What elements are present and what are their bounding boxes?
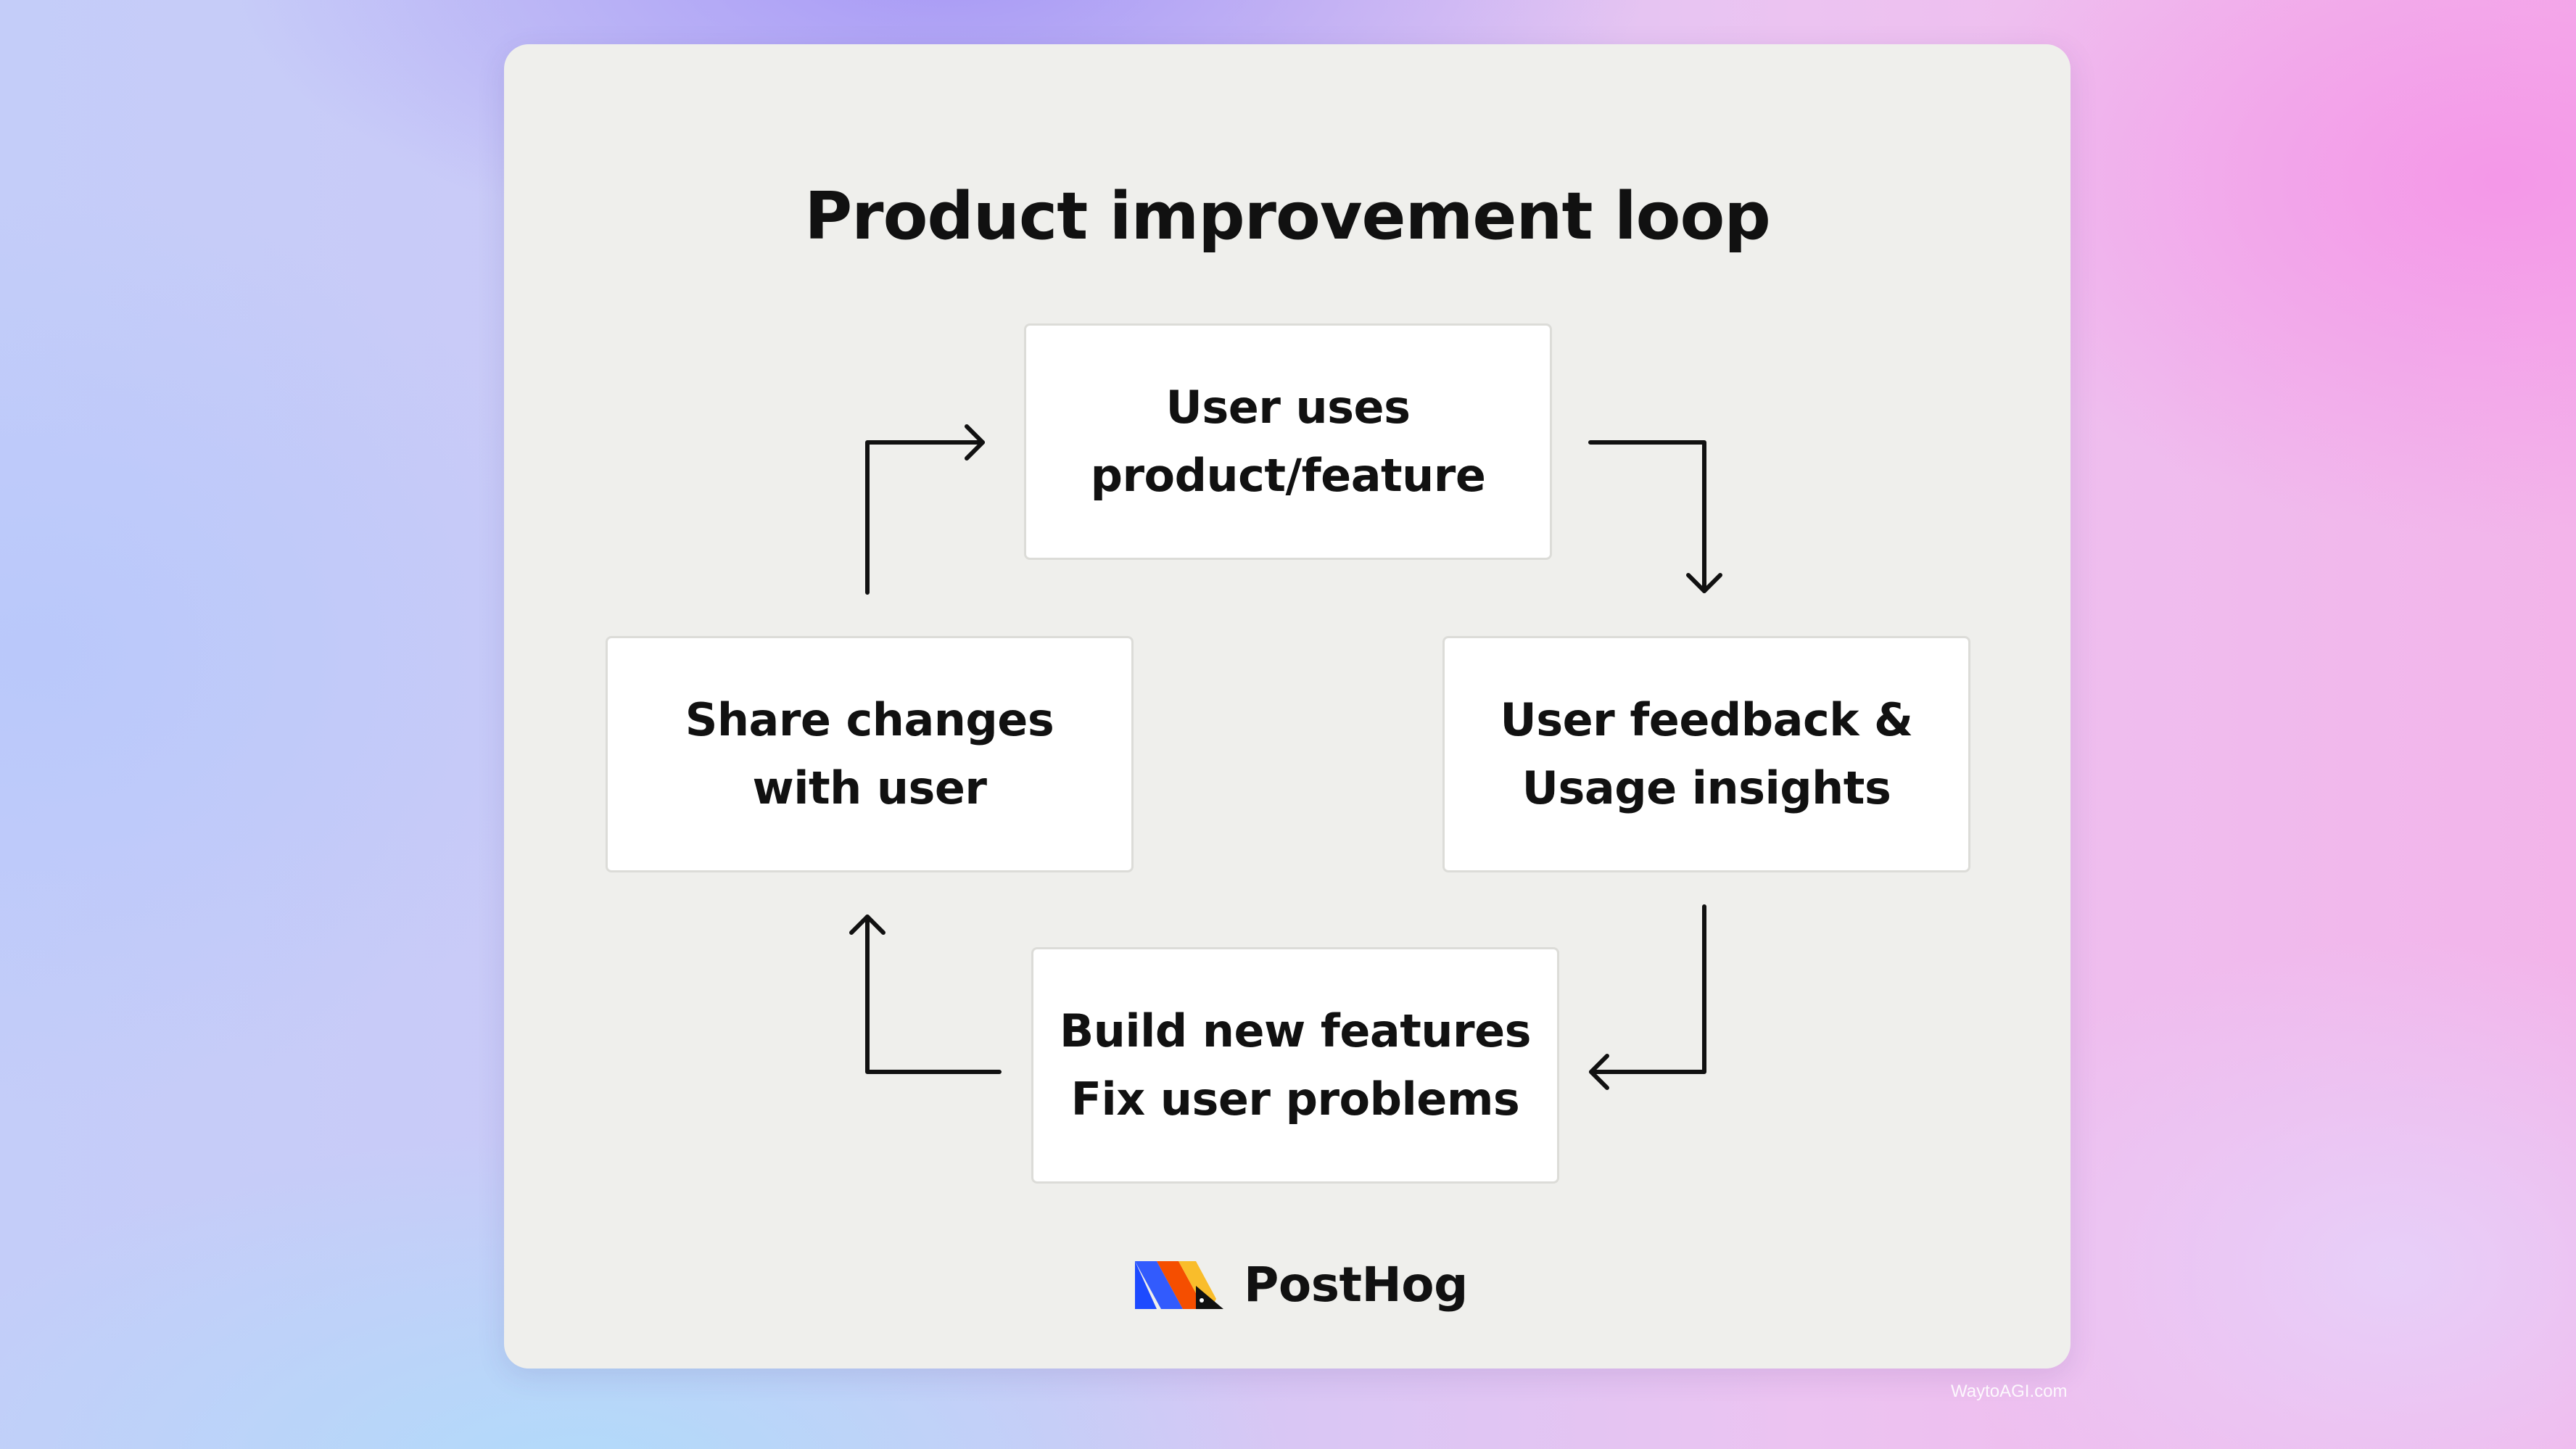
node-label-line: product/feature: [1090, 449, 1486, 502]
node-label-line: Build new features: [1059, 1004, 1532, 1057]
diagram-card: Product improvement loop User uses produ…: [504, 44, 2071, 1368]
arrow-bottom-to-left: [865, 915, 1002, 1074]
arrow-right-to-bottom: [1589, 904, 1706, 1074]
arrow-left-to-top: [865, 440, 985, 595]
arrowhead-right: [965, 424, 985, 461]
node-label-line: Share changes: [685, 693, 1054, 746]
watermark: WaytoAGI.com: [1951, 1382, 2068, 1401]
node-build-features: Build new features Fix user problems: [1031, 947, 1559, 1184]
node-label-line: Fix user problems: [1070, 1073, 1520, 1126]
posthog-logo-icon: [1135, 1261, 1223, 1309]
arrow-top-to-right: [1588, 440, 1706, 593]
node-label: Share changes with user: [685, 686, 1054, 822]
arrowhead-left: [1589, 1054, 1609, 1090]
node-user-uses-product: User uses product/feature: [1024, 323, 1552, 560]
arrowhead-down: [1686, 573, 1722, 593]
arrowhead-up: [849, 915, 886, 935]
node-label-line: User uses: [1165, 381, 1411, 434]
node-user-feedback: User feedback & Usage insights: [1442, 636, 1970, 872]
node-share-changes: Share changes with user: [606, 636, 1134, 872]
node-label-line: Usage insights: [1522, 761, 1891, 814]
posthog-brand: PostHog: [1135, 1244, 1468, 1324]
node-label: User feedback & Usage insights: [1500, 686, 1913, 822]
diagram-title: Product improvement loop: [804, 178, 1771, 255]
node-label-line: with user: [752, 761, 987, 814]
node-label-line: User feedback &: [1500, 693, 1913, 746]
node-label: Build new features Fix user problems: [1059, 997, 1532, 1134]
brand-name: PostHog: [1244, 1256, 1468, 1313]
node-label: User uses product/feature: [1091, 373, 1486, 510]
